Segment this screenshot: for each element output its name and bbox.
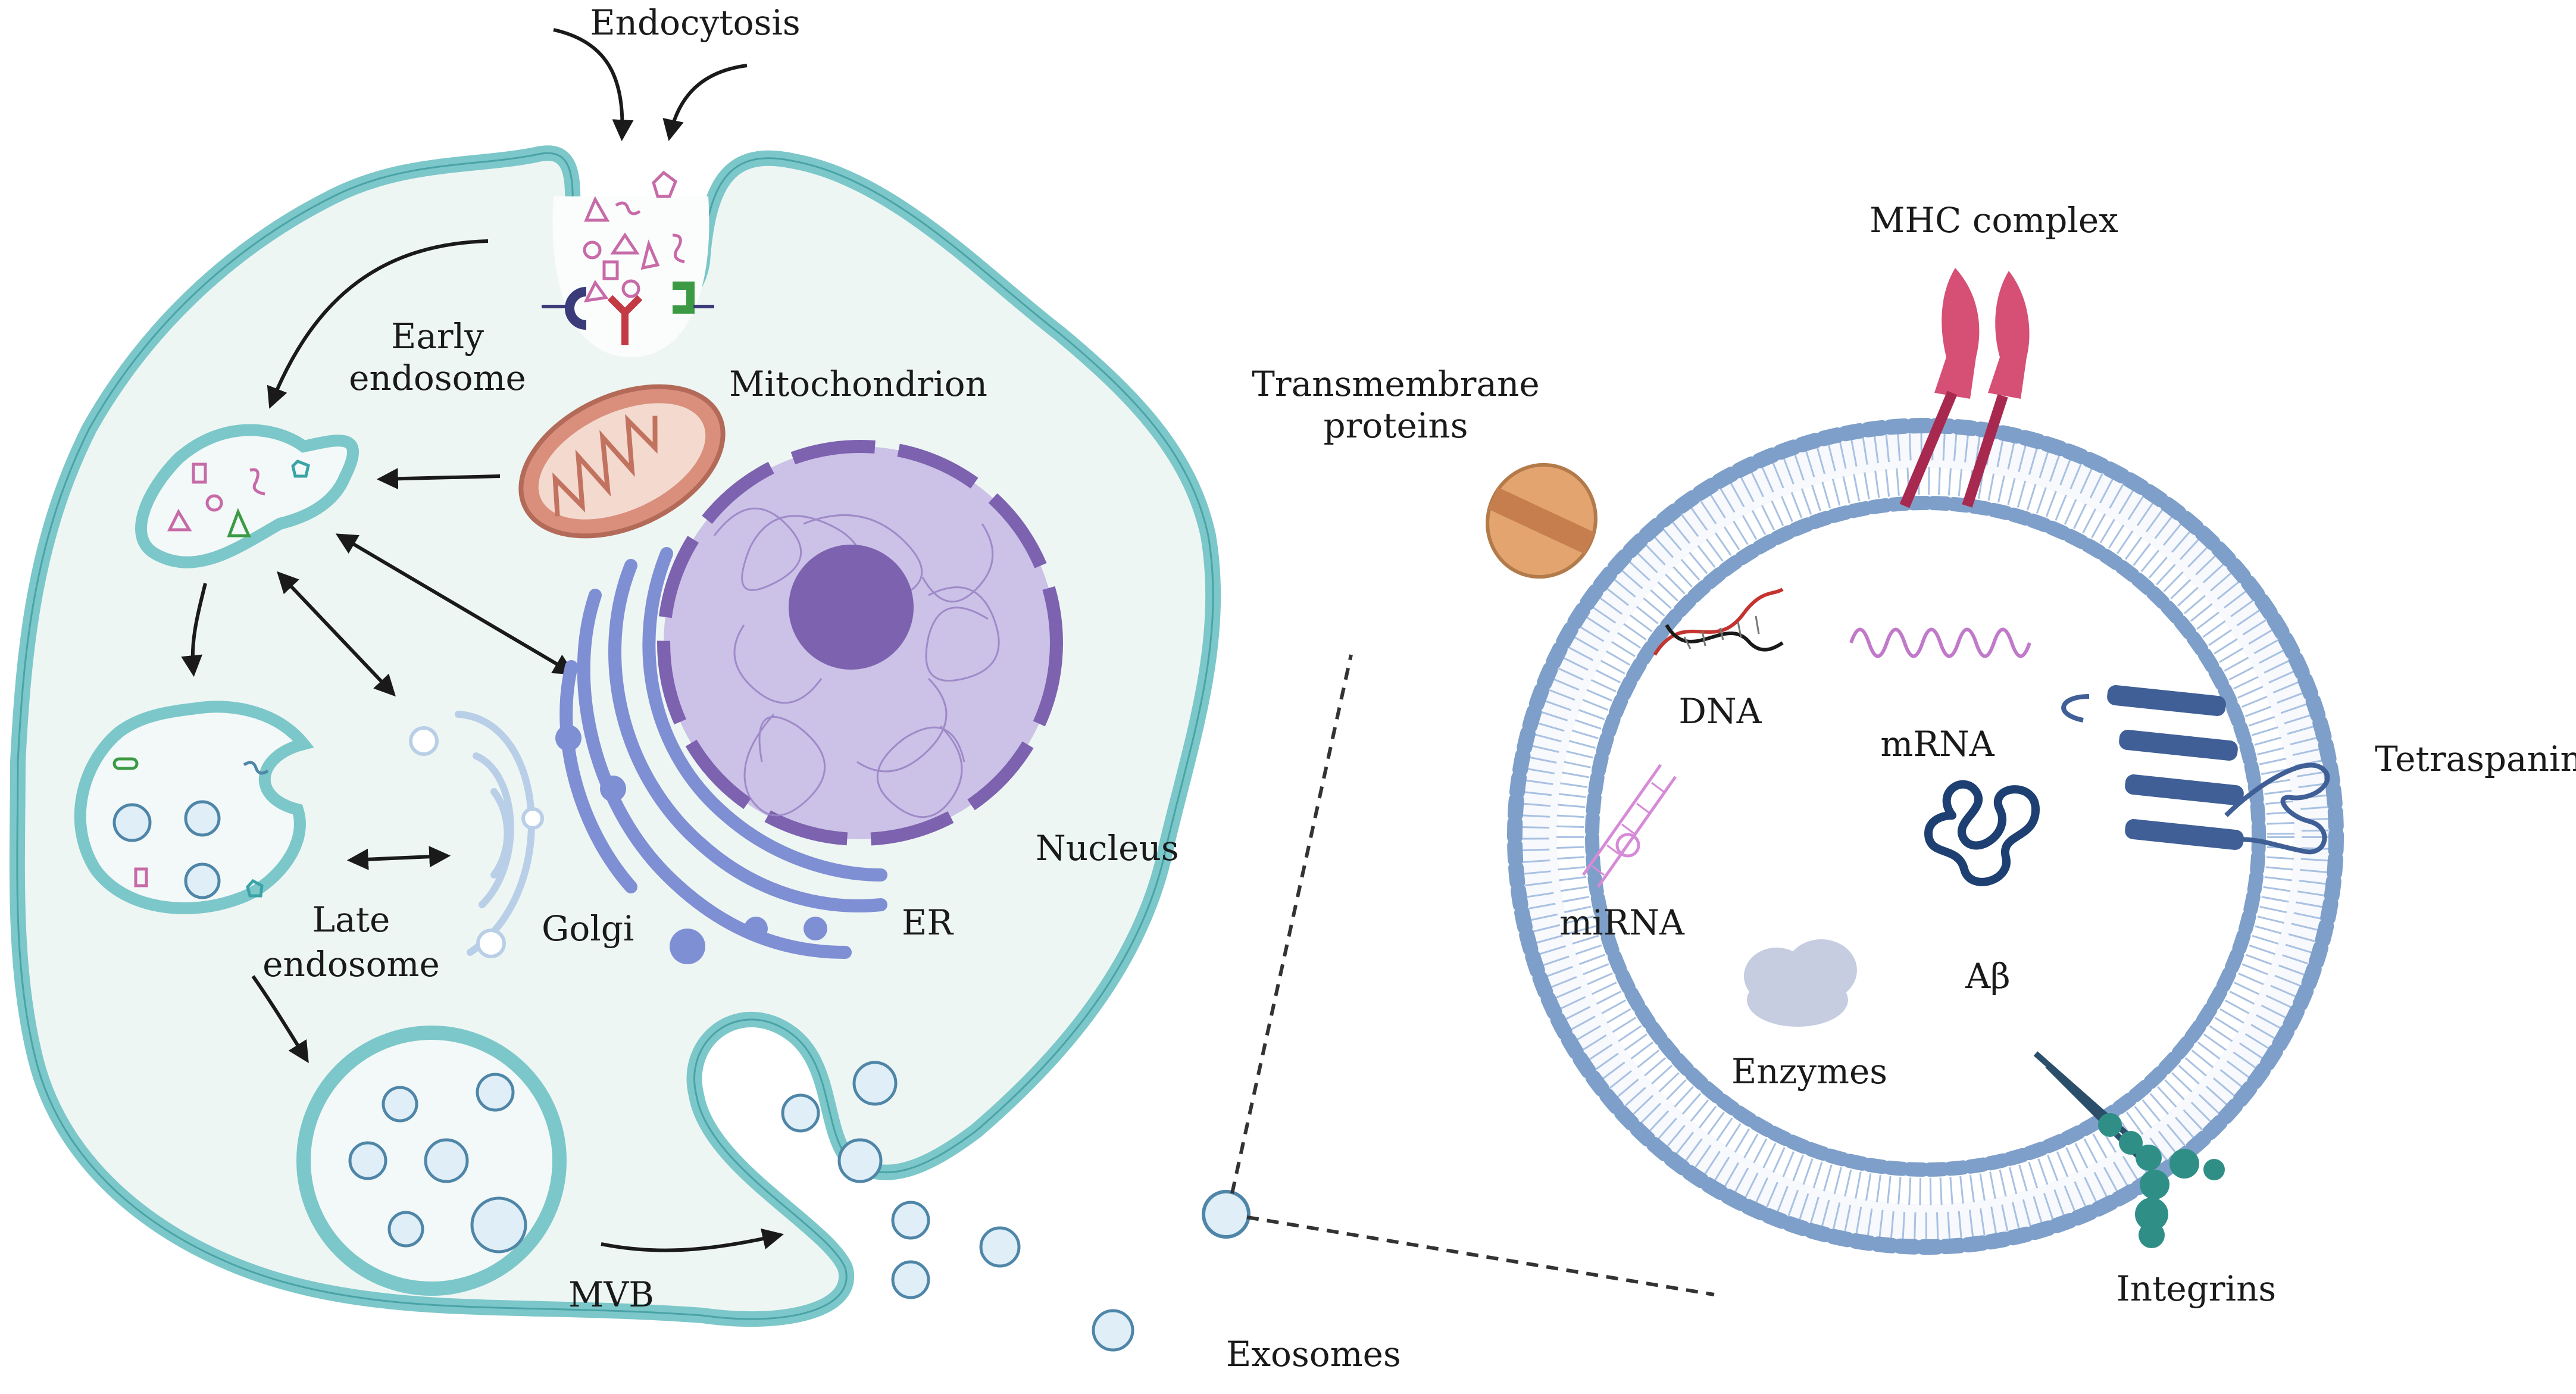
er-vesicles bbox=[555, 725, 827, 964]
label-late-endosome-2: endosome bbox=[262, 944, 440, 984]
tetraspanin bbox=[2061, 685, 2330, 855]
enzyme-icon bbox=[1744, 939, 1857, 1027]
label-nucleus: Nucleus bbox=[1036, 828, 1179, 868]
bidirectional-arrows bbox=[277, 533, 576, 870]
arrow-mito-to-early bbox=[376, 468, 501, 490]
arrow-mvb-to-exo bbox=[601, 1228, 784, 1252]
late-endosome bbox=[74, 701, 314, 914]
arrow-late-to-mvb bbox=[251, 975, 309, 1064]
nucleus bbox=[657, 440, 1063, 846]
label-mrna: mRNA bbox=[1880, 724, 1994, 764]
label-enzymes: Enzymes bbox=[1731, 1051, 1887, 1092]
arrow-early-to-late bbox=[181, 583, 207, 677]
arrow-late-golgi bbox=[346, 846, 451, 870]
label-endocytosis: Endocytosis bbox=[590, 2, 800, 43]
endocytosis-arrow-right bbox=[662, 64, 748, 142]
label-late-endosome-1: Late bbox=[312, 899, 390, 940]
endocytosis-arrow-left bbox=[553, 28, 634, 142]
abeta-icon bbox=[1924, 780, 2040, 886]
mitochondrion bbox=[518, 384, 726, 539]
label-mirna: miRNA bbox=[1559, 902, 1685, 943]
endocytosis-pit bbox=[542, 170, 714, 357]
pathway-arrows bbox=[181, 28, 784, 1252]
cell-membrane-inner-line bbox=[16, 152, 1214, 1320]
dna-icon bbox=[1653, 587, 1784, 656]
endoplasmic-reticulum bbox=[559, 547, 887, 959]
label-integrins: Integrins bbox=[2117, 1268, 2276, 1309]
labels: Endocytosis Early endosome Mitochondrion… bbox=[262, 2, 2576, 1374]
transmembrane-protein bbox=[1486, 462, 1598, 579]
zoom-lines bbox=[1230, 654, 1715, 1296]
arrow-early-golgi bbox=[277, 571, 396, 697]
arrow-early-er bbox=[335, 533, 576, 675]
label-transmembrane-1: Transmembrane bbox=[1252, 364, 1540, 404]
mrna-icon bbox=[1849, 627, 2031, 658]
label-early-endosome-1: Early bbox=[391, 316, 484, 357]
label-golgi: Golgi bbox=[542, 908, 634, 949]
label-exosomes: Exosomes bbox=[1226, 1334, 1401, 1374]
label-er: ER bbox=[902, 902, 954, 943]
golgi-apparatus bbox=[409, 711, 544, 958]
label-mvb: MVB bbox=[568, 1274, 654, 1315]
arrow-pit-to-early bbox=[267, 239, 489, 409]
mhc-complex bbox=[1899, 268, 2030, 508]
multivesicular-body bbox=[296, 1026, 567, 1296]
label-tetraspanins: Tetraspanins bbox=[2375, 739, 2576, 779]
label-abeta: Aβ bbox=[1965, 956, 2010, 996]
label-mitochondrion: Mitochondrion bbox=[729, 364, 987, 404]
exosome-zoom-source bbox=[1202, 1190, 1251, 1239]
exocytosis-region bbox=[781, 1061, 1251, 1352]
integrin bbox=[2033, 1051, 2225, 1248]
label-mhc-complex: MHC complex bbox=[1870, 200, 2118, 240]
early-endosome bbox=[135, 424, 359, 568]
label-dna: DNA bbox=[1678, 691, 1762, 732]
label-transmembrane-2: proteins bbox=[1323, 405, 1468, 446]
label-early-endosome-2: endosome bbox=[349, 358, 526, 398]
nucleolus bbox=[789, 545, 914, 670]
mirna-icon bbox=[1581, 764, 1677, 888]
